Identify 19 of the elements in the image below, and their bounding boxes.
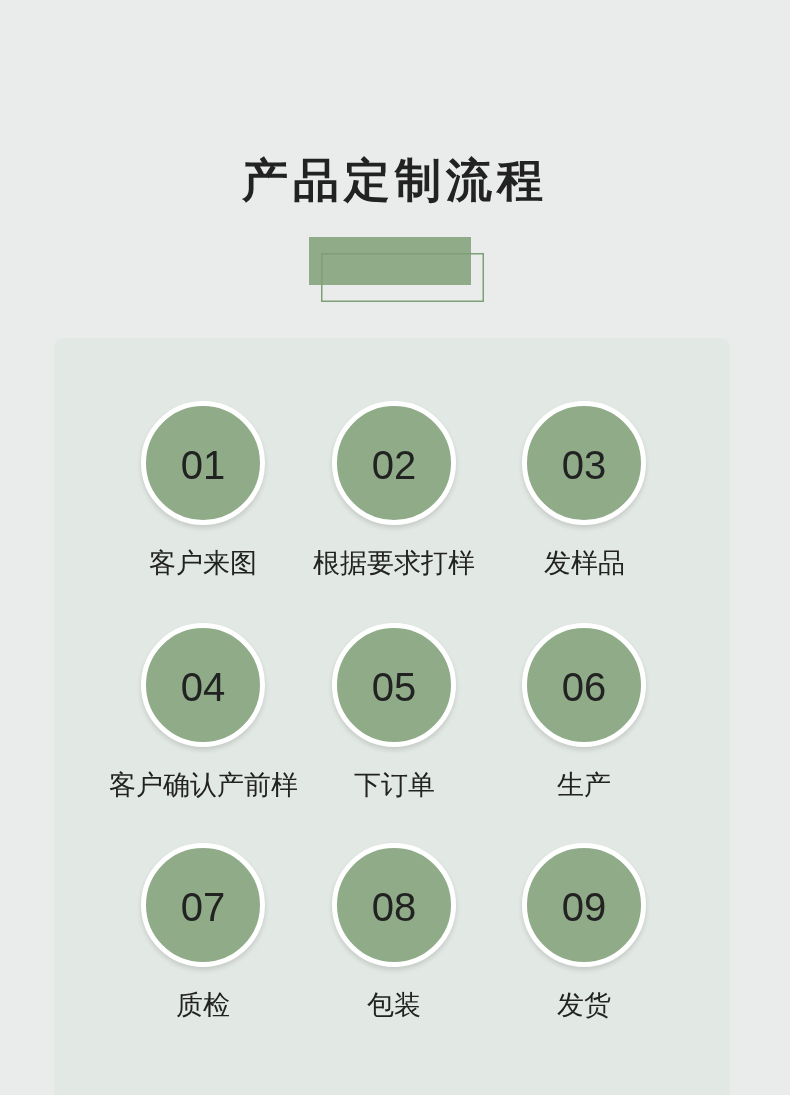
step-number: 07 — [180, 884, 226, 930]
step-number: 06 — [561, 664, 607, 710]
step-number: 01 — [180, 442, 226, 488]
step-number: 02 — [371, 442, 417, 488]
step-number: 09 — [561, 884, 607, 930]
step-label: 生产 — [557, 768, 611, 802]
step-label: 根据要求打样 — [313, 546, 475, 580]
page-title: 产品定制流程 — [242, 152, 548, 209]
step-label: 质检 — [176, 988, 230, 1022]
step-label: 包装 — [367, 988, 421, 1022]
step-label: 发货 — [557, 988, 611, 1022]
step-number: 08 — [371, 884, 417, 930]
step-number: 03 — [561, 442, 607, 488]
step-label: 下订单 — [353, 768, 435, 802]
step-number: 04 — [180, 664, 226, 710]
step-number: 05 — [371, 664, 417, 710]
step-label: 发样品 — [543, 546, 625, 580]
step-label: 客户确认产前样 — [108, 768, 298, 802]
step-label: 客户来图 — [149, 546, 257, 580]
